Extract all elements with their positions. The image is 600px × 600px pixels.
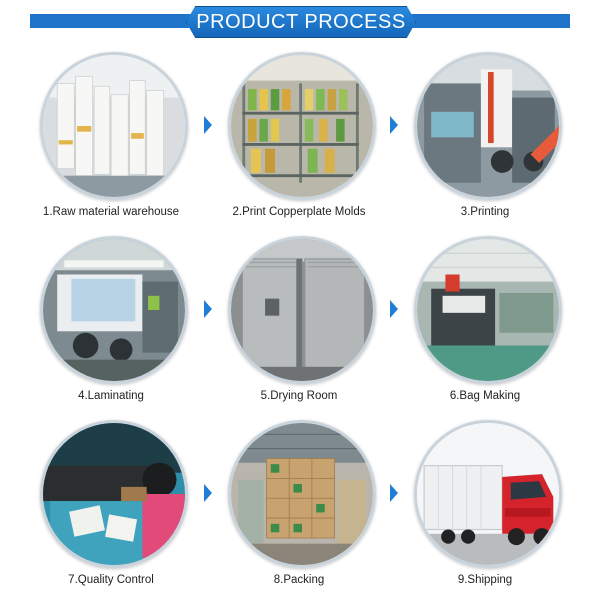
printing-photo	[414, 52, 562, 200]
step-printing: 3.Printing	[404, 52, 564, 222]
step-label: 1.Raw material warehouse	[42, 206, 180, 218]
arrow-right-icon	[204, 484, 212, 502]
bag-making-photo	[414, 236, 562, 384]
step-bag-making: 6.Bag Making	[404, 236, 564, 406]
copperplate-molds-photo	[228, 52, 376, 200]
shipping-photo	[414, 420, 562, 568]
step-drying-room: 5.Drying Room	[218, 236, 378, 406]
step-label: 6.Bag Making	[449, 390, 521, 402]
step-label: 2.Print Copperplate Molds	[232, 206, 366, 218]
step-packing: 8.Packing	[218, 420, 378, 590]
step-quality-control: 7.Quality Control	[30, 420, 190, 590]
step-print-copperplate-molds: 2.Print Copperplate Molds	[218, 52, 378, 222]
packing-photo	[228, 420, 376, 568]
drying-room-photo	[228, 236, 376, 384]
arrow-right-icon	[204, 116, 212, 134]
step-label: 7.Quality Control	[68, 574, 154, 586]
step-label: 4.Laminating	[78, 390, 144, 402]
arrow-right-icon	[204, 300, 212, 318]
step-label: 8.Packing	[273, 574, 325, 586]
header-banner: PRODUCT PROCESS	[0, 0, 600, 42]
step-laminating: 4.Laminating	[30, 236, 190, 406]
arrow-right-icon	[390, 116, 398, 134]
arrow-right-icon	[390, 300, 398, 318]
arrow-right-icon	[390, 484, 398, 502]
laminating-photo	[40, 236, 188, 384]
raw-material-warehouse-photo	[40, 52, 188, 200]
banner-tab: PRODUCT PROCESS	[186, 6, 416, 38]
step-label: 5.Drying Room	[260, 390, 338, 402]
step-label: 9.Shipping	[457, 574, 513, 586]
page-title: PRODUCT PROCESS	[196, 10, 406, 33]
quality-control-photo	[40, 420, 188, 568]
step-raw-material-warehouse: 1.Raw material warehouse	[30, 52, 190, 222]
step-label: 3.Printing	[460, 206, 510, 218]
step-shipping: 9.Shipping	[404, 420, 564, 590]
